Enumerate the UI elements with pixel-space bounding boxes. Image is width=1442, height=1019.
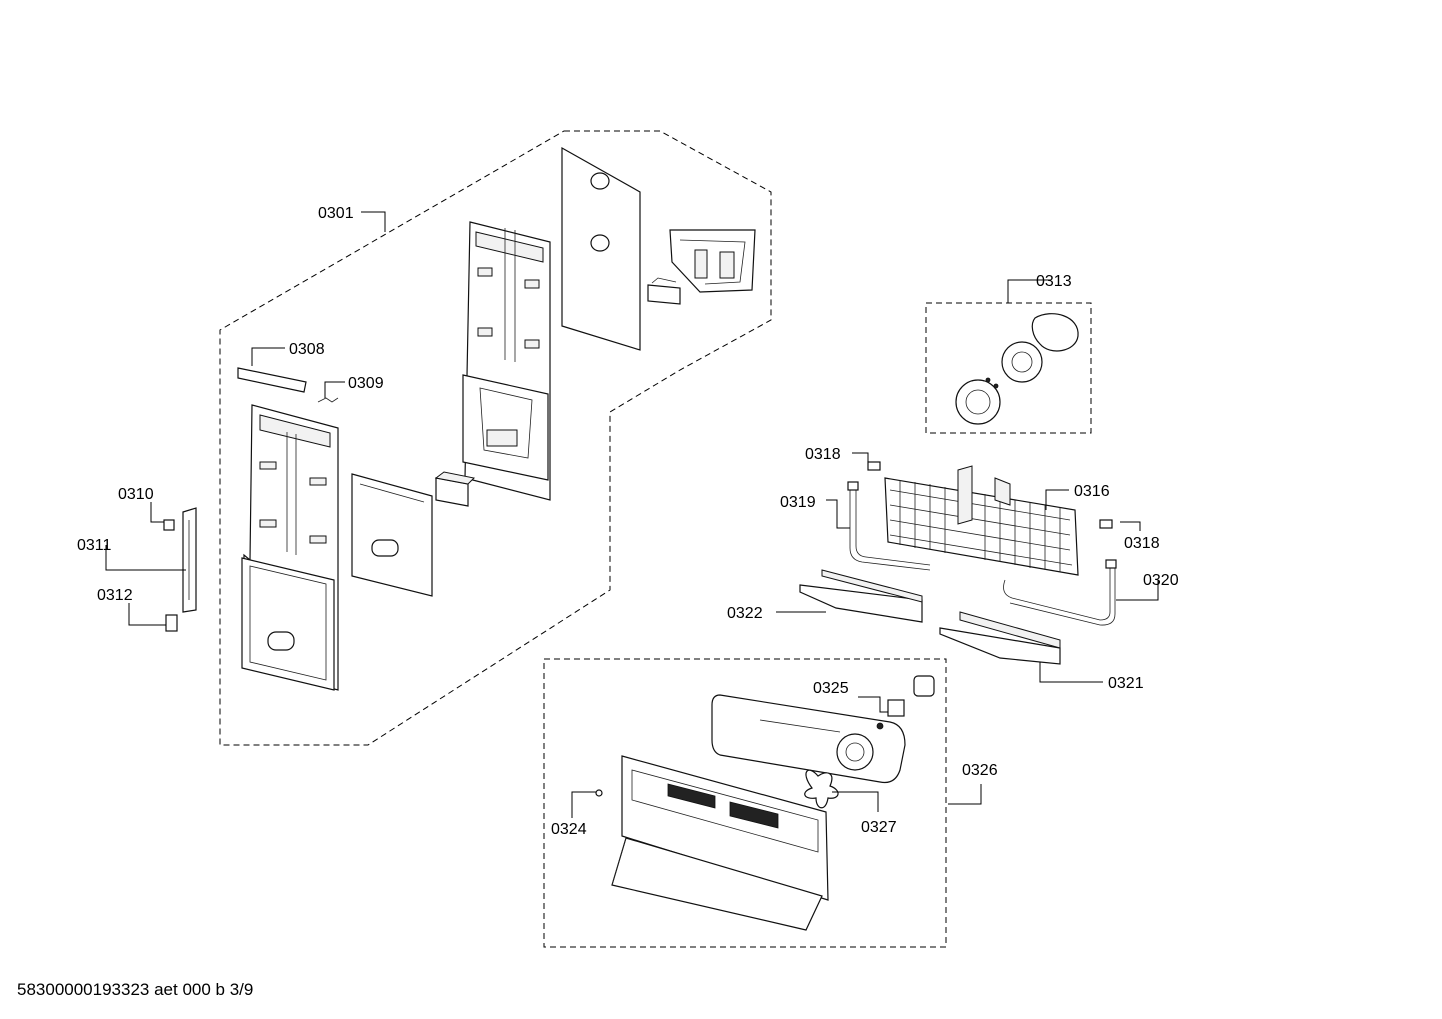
document-footer-id: 58300000193323 aet 000 b 3/9 xyxy=(17,980,254,999)
small-clip xyxy=(647,277,681,305)
label-0322: 0322 xyxy=(727,605,763,622)
part-0318-clip-a xyxy=(867,461,881,471)
label-0312: 0312 xyxy=(97,587,133,604)
dispenser-cover-panel xyxy=(351,473,433,597)
label-0318-top: 0318 xyxy=(805,446,841,463)
label-0324: 0324 xyxy=(551,821,587,838)
group-0326-boundary xyxy=(543,658,947,948)
part-0325-motor xyxy=(876,675,935,730)
label-0316: 0316 xyxy=(1074,483,1110,500)
rear-cover-panel xyxy=(621,755,829,901)
label-0321: 0321 xyxy=(1108,675,1144,692)
label-0326: 0326 xyxy=(962,762,998,779)
part-0311-hinge-rail xyxy=(182,507,197,613)
part-0321-drip-tray xyxy=(939,611,1061,665)
part-0312-plug xyxy=(165,614,178,632)
label-0327: 0327 xyxy=(861,819,897,836)
part-0316-evaporator xyxy=(884,465,1079,576)
door-bracket xyxy=(669,229,756,293)
door-back-panel xyxy=(561,146,641,351)
bottom-chute xyxy=(611,837,823,931)
dispenser-block xyxy=(434,471,476,507)
part-0318-clip-b xyxy=(1099,519,1113,529)
label-0320: 0320 xyxy=(1143,572,1179,589)
part-0310-cap xyxy=(163,519,175,531)
label-0319: 0319 xyxy=(780,494,816,511)
leader-lines xyxy=(105,211,1159,818)
inner-door-liner xyxy=(462,221,551,501)
part-0309-spring xyxy=(317,397,339,403)
label-0308: 0308 xyxy=(289,341,325,358)
label-0310: 0310 xyxy=(118,486,154,503)
part-0327-fan-blade xyxy=(804,769,839,809)
label-0318-bottom: 0318 xyxy=(1124,535,1160,552)
fan-shroud xyxy=(711,694,906,784)
part-0322-drip-tray xyxy=(799,569,923,623)
dispenser-front-panel xyxy=(241,557,335,691)
label-0301: 0301 xyxy=(318,205,354,222)
part-0324-screw xyxy=(595,789,603,797)
part-0308-trim xyxy=(237,367,307,393)
label-0325: 0325 xyxy=(813,680,849,697)
label-0309: 0309 xyxy=(348,375,384,392)
label-0313: 0313 xyxy=(1036,273,1072,290)
fan-motor-parts xyxy=(955,313,1079,425)
part-0319-heater-left xyxy=(847,481,931,571)
group-0301-boundary xyxy=(219,130,772,746)
label-0311: 0311 xyxy=(77,537,112,554)
part-0320-heater-right xyxy=(1003,559,1117,626)
